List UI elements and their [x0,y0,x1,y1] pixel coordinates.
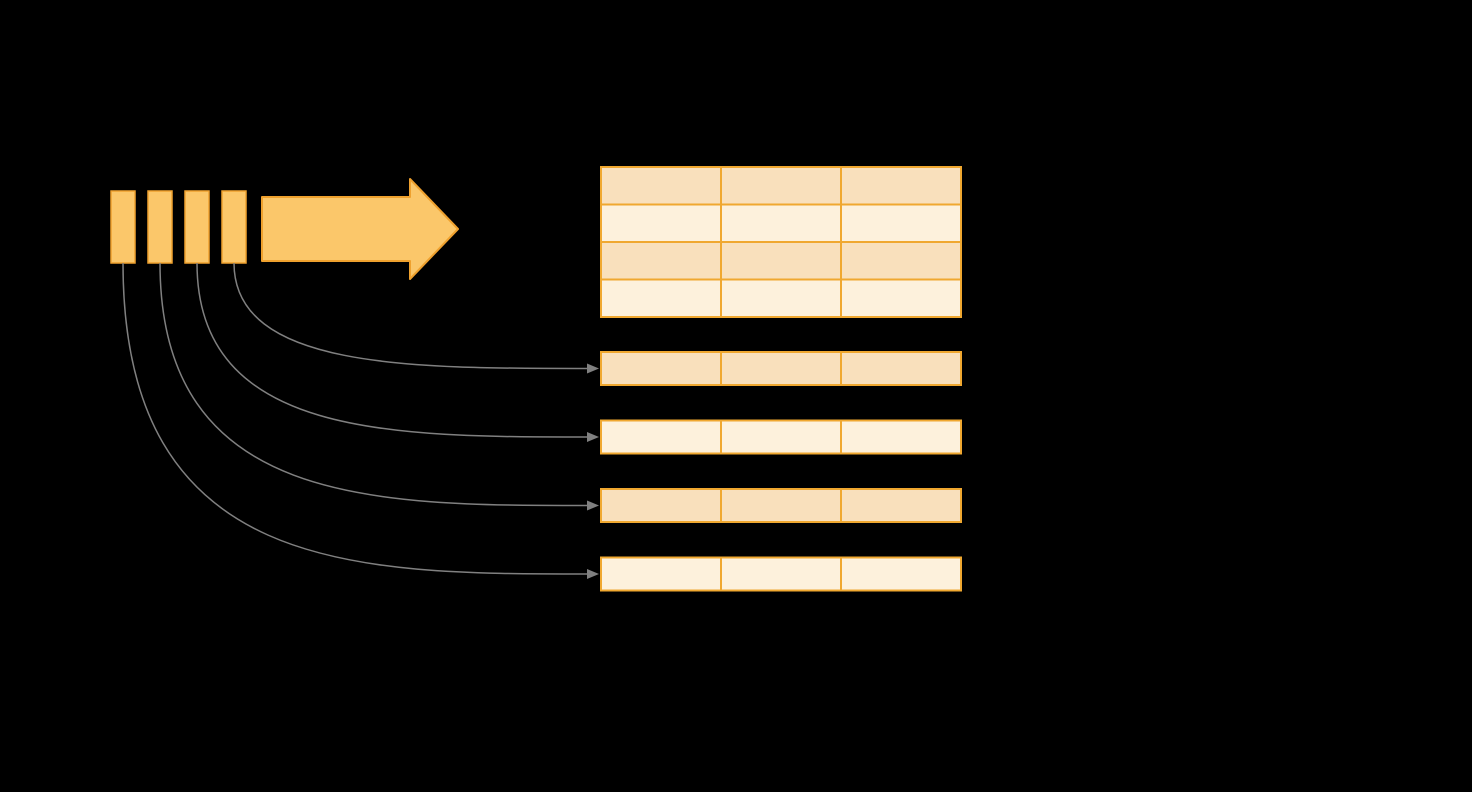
batch-table-cell [720,351,842,386]
result-table-cell [720,278,842,318]
batch-table-cell [600,488,722,523]
result-table-cell [840,241,962,281]
batch-table-cell [840,556,962,592]
connector-arrow-1 [233,262,589,370]
connector-arrow-4 [122,262,589,575]
result-table-cell [600,278,722,318]
batch-table-cell [840,419,962,455]
stream-segments [110,190,247,264]
batch-table-cell [720,488,842,523]
connector-arrowhead-4 [587,569,599,579]
result-table-cell [720,241,842,281]
connector-arrowhead-3 [587,500,599,511]
batch-table-4 [600,556,962,592]
result-table [600,166,962,318]
stream-segment-3 [184,190,210,264]
batch-table-cell [840,351,962,386]
result-table-cell [840,166,962,206]
stream-segment-4 [221,190,247,264]
result-table-cell [600,241,722,281]
result-table-cell [720,203,842,243]
batch-table-cell [600,556,722,592]
batch-table-cell [720,556,842,592]
result-table-cell [600,203,722,243]
batch-table-cell [720,419,842,455]
connector-arrowhead-2 [587,432,599,442]
batch-table-1 [600,351,962,386]
flow-arrow [261,178,459,280]
stream-segment-1 [110,190,136,264]
result-table-cell [600,166,722,206]
connector-arrowhead-1 [587,363,599,374]
connector-arrows [122,262,599,579]
batch-table-2 [600,419,962,455]
result-table-cell [720,166,842,206]
stream-segment-2 [147,190,173,264]
result-table-cell [840,278,962,318]
batch-table-3 [600,488,962,523]
result-table-cell [840,203,962,243]
connector-arrow-2 [196,262,589,438]
batch-table-cell [600,419,722,455]
connector-arrow-3 [159,262,589,507]
batch-table-cell [600,351,722,386]
batch-table-cell [840,488,962,523]
